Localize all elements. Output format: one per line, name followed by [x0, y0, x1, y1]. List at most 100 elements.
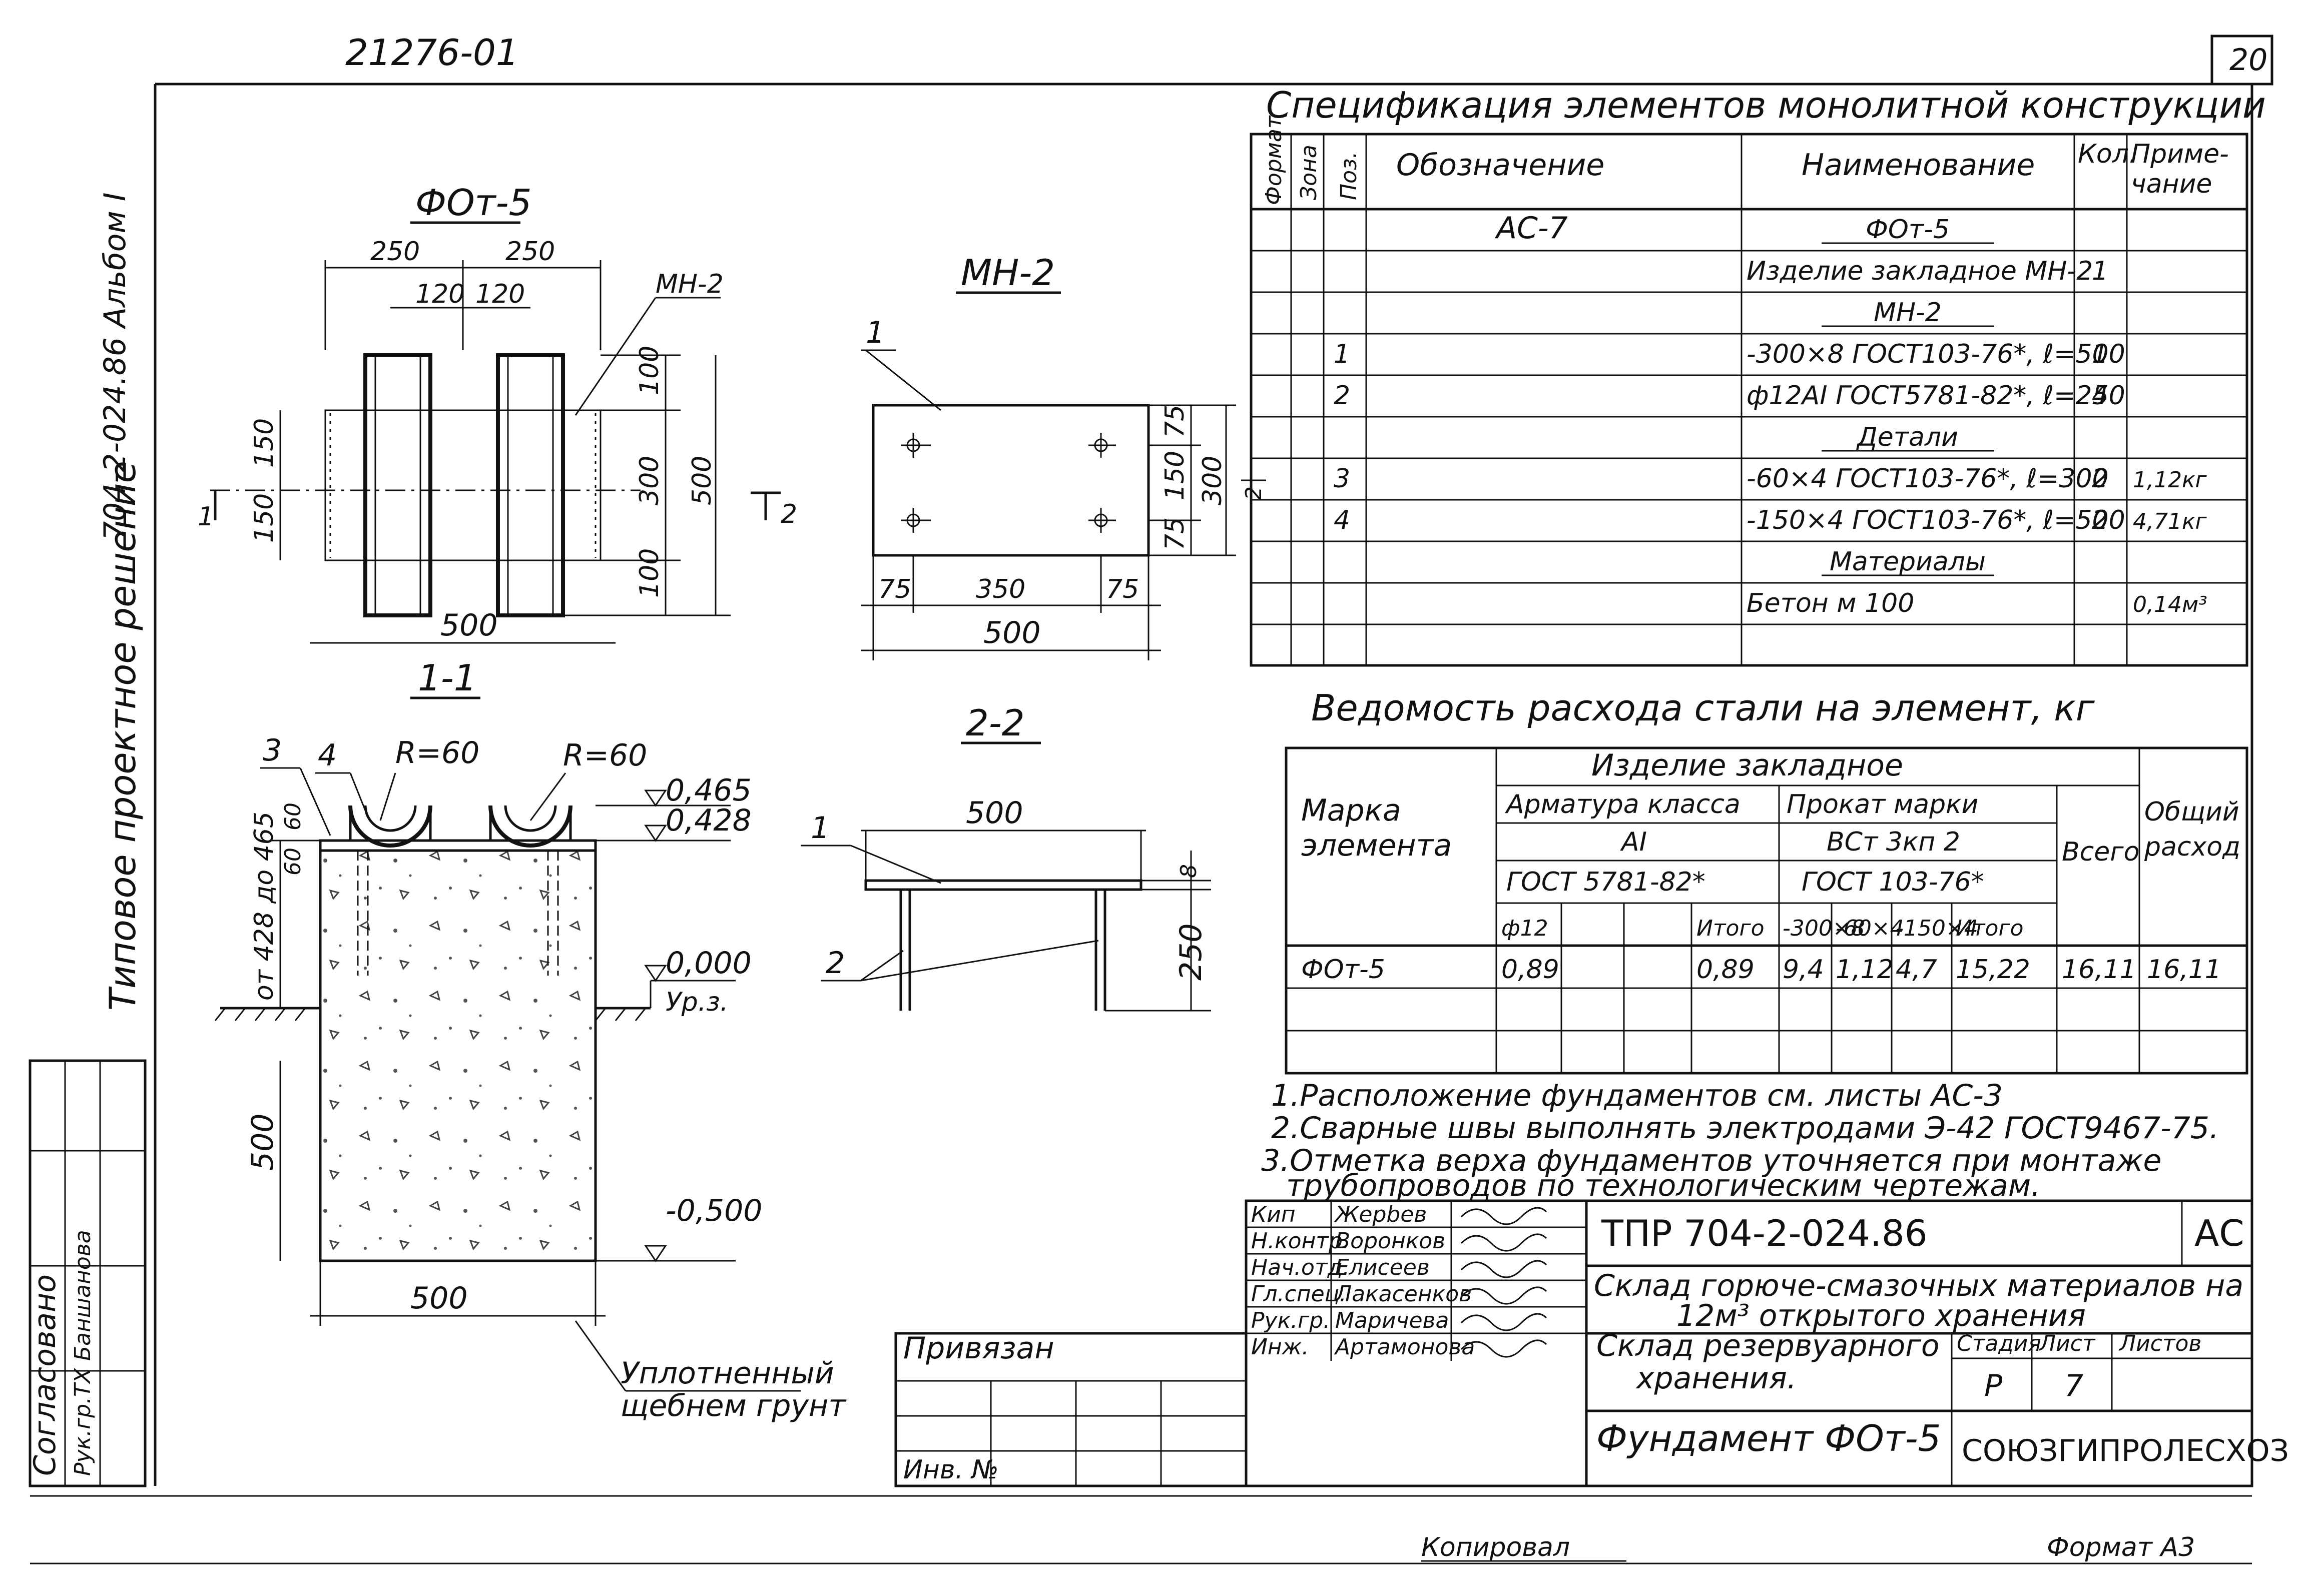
plate-dim-bottom-total: 500 [983, 615, 1041, 650]
approval-role: Рук.гр.ТХ [70, 1368, 96, 1476]
signature-mark [1460, 1233, 1547, 1252]
plate-title: МН-2 [961, 252, 1055, 294]
series-side-label: Типовое проектное решение [102, 461, 144, 1011]
leader-r1: R=60 [395, 735, 479, 770]
dim-inner-left: 120 [415, 279, 465, 309]
approval-title: Согласовано [28, 1274, 63, 1476]
note-1: 1.Расположение фундаментов см. листы АС-… [1271, 1078, 2003, 1113]
signature-mark [1460, 1313, 1547, 1331]
spec-row: МН-2 [1822, 298, 1994, 328]
steel-h-rolled-grade: ВСт 3кп 2 [1827, 827, 1960, 857]
plate-leader-1: 1 [866, 315, 885, 350]
plan-title: ФОт-5 [415, 182, 531, 224]
staff-role: Н.контр. [1251, 1228, 1350, 1254]
plate-dim-right-upper: 75 [1160, 405, 1190, 438]
spec-cell-name: ФОт-5 [1866, 215, 1950, 245]
tb-stage-h: Стадия [1957, 1331, 2041, 1356]
staff-name: Елисеев [1335, 1255, 1430, 1280]
steel-subheader: ф12 [1501, 916, 1548, 941]
staff-role: Инж. [1251, 1334, 1309, 1360]
steel-cell: 4,7 [1896, 955, 1937, 985]
tb-code: ТПР 704-2-024.86 [1601, 1212, 1928, 1254]
spec-cell-note: 4,71кг [2133, 509, 2207, 534]
staff-name: Воронков [1335, 1228, 1445, 1254]
tb-object-2: хранения. [1635, 1361, 1797, 1396]
spec-cell-name: Детали [1856, 422, 1958, 452]
spec-cell-name: Изделие закладное МН-2 [1747, 256, 2093, 286]
tb-mark: АС [2194, 1212, 2244, 1254]
staff-row: Н.контр.Воронков [1251, 1228, 1547, 1254]
steel-subheader: -150×4 [1896, 916, 1978, 941]
approval-name: Баншанова [70, 1230, 96, 1361]
spec-cell-pos: 2 [1334, 381, 1350, 411]
elev-top1: 0,465 [666, 773, 752, 808]
staff-row: Инж. Артамонова [1251, 1334, 1547, 1360]
spec-cell-note: 0,14м³ [2133, 592, 2207, 617]
staff-name: Жерbeв [1334, 1202, 1427, 1227]
spec-h-zone: Зона [1296, 145, 1322, 200]
staff-name: Артамонова [1334, 1334, 1475, 1360]
spec-cell-pos: 3 [1334, 464, 1350, 494]
doc-code-top: 21276-01 [345, 32, 519, 74]
spec-cell-name: -300×8 ГОСТ103-76*, ℓ=500 [1747, 339, 2125, 369]
tb-sheet: 7 [2064, 1368, 2083, 1403]
steel-cell: 9,4 [1783, 955, 1824, 985]
spec-row: Детали [1822, 422, 1994, 452]
spec-table: Спецификация элементов монолитной констр… [1250, 84, 2266, 667]
embedded-plate-view: МН-2 1 75 150 75 300 2 [861, 252, 1267, 660]
staff-row: Нач.отд.Елисеев [1251, 1255, 1547, 1280]
steel-subheader: Итого [1956, 916, 2024, 941]
dim-small2: 60 [280, 848, 306, 876]
spec-cell-name: -150×4 ГОСТ103-76*, ℓ=500 [1747, 505, 2125, 535]
staff-row: Кип Жерbeв [1251, 1202, 1547, 1227]
steel-cell: 16,11 [2062, 955, 2136, 985]
note-3-cont: трубопроводов по технологическим чертежа… [1286, 1168, 2040, 1203]
steel-table: Ведомость расхода стали на элемент, кг М… [1285, 687, 2248, 1075]
dim-left-lower: 150 [249, 493, 279, 543]
steel-h-rolled-gost: ГОСТ 103-76* [1802, 867, 1984, 897]
tb-project-2: 12м³ открытого хранения [1676, 1298, 2086, 1333]
svg-text:2: 2 [781, 499, 797, 529]
steel-h-rebar-class: АI [1620, 827, 1647, 857]
elev-top2: 0,428 [666, 803, 752, 838]
soil-label-2: щебнем грунт [621, 1388, 847, 1423]
footer-format: Формат А3 [2047, 1532, 2195, 1562]
spec-cell-name: Материалы [1830, 547, 1986, 577]
leader-mn2: МН-2 [656, 269, 724, 299]
spec-row: Изделие закладное МН-21 [1747, 256, 2108, 286]
staff-role: Гл.спец. [1251, 1281, 1347, 1307]
tb-org: СОЮЗГИПРОЛЕСХОЗ [1962, 1433, 2289, 1468]
elev-bottom: -0,500 [666, 1193, 762, 1228]
spec-h-designation: Обозначение [1396, 148, 1604, 183]
spec-row: Материалы [1822, 547, 1994, 577]
steel-h-mark-2: элемента [1301, 828, 1452, 863]
dim-bottom: 500 [440, 608, 498, 643]
staff-role: Кип [1251, 1202, 1296, 1227]
steel-cell: 15,22 [1956, 955, 2030, 985]
title-block: Кип ЖерbeвН.контр.ВоронковНач.отд.Елисеев… [894, 1199, 2289, 1487]
elev-zero-note: Ур.з. [666, 987, 728, 1017]
plate-dim-right-lower: 75 [1160, 517, 1190, 550]
dim-right-bottom: 100 [635, 548, 665, 598]
tb-drawing-name: Фундамент ФОт-5 [1596, 1417, 1941, 1459]
steel-cell: 16,11 [2147, 955, 2221, 985]
steel-h-total: Всего [2062, 837, 2139, 867]
section-mark-2: 2 [751, 491, 797, 529]
steel-subheader: -300×8 [1783, 916, 1865, 941]
spec-title: Спецификация элементов монолитной констр… [1266, 84, 2266, 126]
spec-cell-qty: 4 [2092, 381, 2108, 411]
tb-sheets-h: Листов [2118, 1331, 2201, 1356]
section-2-2: 2-2 500 8 250 1 2 [801, 702, 1211, 1012]
signature-mark [1460, 1260, 1547, 1278]
steel-cell: 1,12 [1836, 955, 1894, 985]
plate-side-mark: 2 [1241, 486, 1267, 500]
dim-1-1-bottom: 500 [410, 1281, 468, 1316]
plate-dim-right-mid: 150 [1160, 451, 1190, 500]
dim-right-top: 100 [635, 346, 665, 395]
steel-title: Ведомость расхода стали на элемент, кг [1311, 687, 2095, 729]
